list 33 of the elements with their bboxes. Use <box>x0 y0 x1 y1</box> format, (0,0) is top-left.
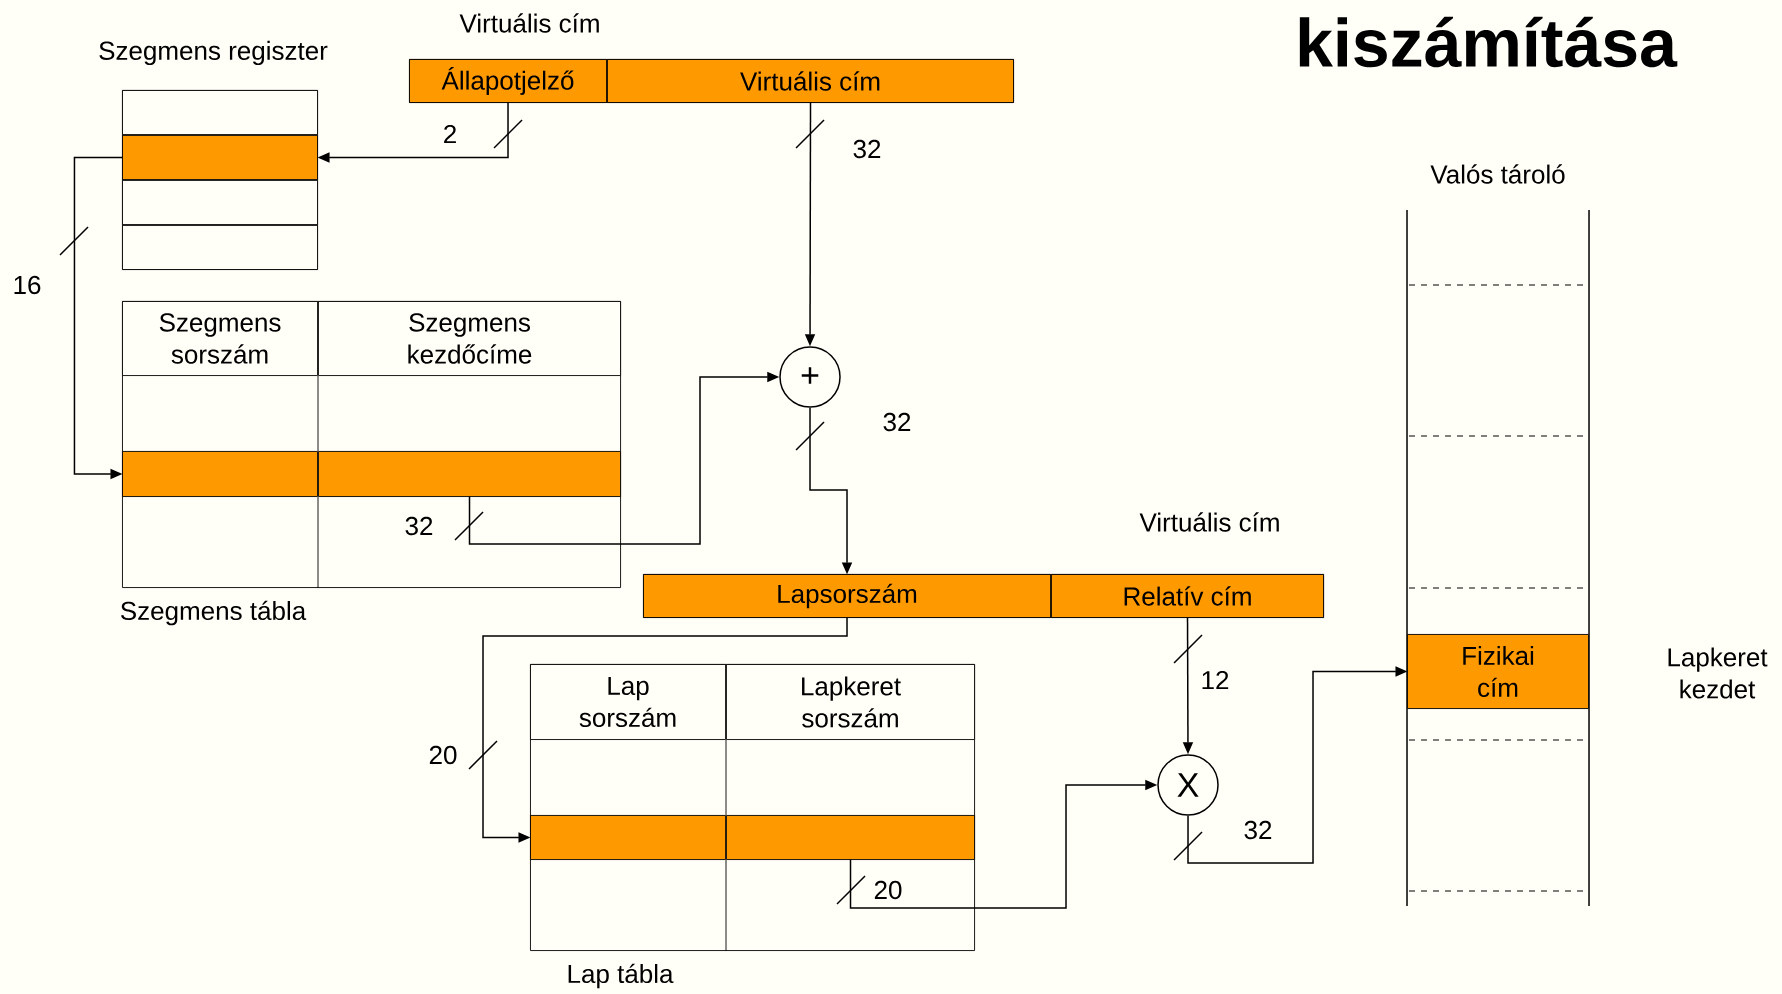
node-label: Szegmens regiszter <box>99 40 328 66</box>
node-label: Virtuális cím <box>459 13 599 33</box>
side-label: Lapkeret kezdet <box>1668 647 1768 699</box>
table-cell <box>318 451 621 497</box>
memory-frame: Fizikai cím <box>1407 634 1589 709</box>
edge-label: 12 <box>1202 670 1229 690</box>
edge-label: 32 <box>1244 820 1272 840</box>
node-label: Szegmens tábla <box>120 600 307 626</box>
table-header: Szegmens kezdőcíme <box>318 301 621 376</box>
table-header: Lapkeret sorszám <box>726 664 975 740</box>
address-field: Relatív cím <box>1051 574 1324 618</box>
table-cell <box>726 815 975 860</box>
address-field: Lapsorszám <box>643 574 1051 618</box>
node-label: Lap tábla <box>568 963 674 989</box>
address-field: Állapotjelző <box>409 59 607 103</box>
table-cell <box>122 451 318 497</box>
register-row <box>122 90 318 135</box>
edge-label: 20 <box>874 880 902 900</box>
arrow <box>482 616 848 843</box>
table-cell <box>530 815 727 860</box>
register-row <box>122 180 318 225</box>
register-row <box>122 225 318 270</box>
edge-label: 32 <box>883 412 911 432</box>
register-row <box>122 135 318 180</box>
node-label: Virtuális cím <box>1139 512 1279 532</box>
edge-label: 20 <box>429 745 457 765</box>
title: kiszámítása <box>1299 16 1678 68</box>
edge-label: 32 <box>405 516 433 536</box>
edge-label: 2 <box>444 124 456 144</box>
table-header: Szegmens sorszám <box>122 301 318 376</box>
edge-label: 32 <box>853 139 881 159</box>
table-header: Lap sorszám <box>530 664 727 740</box>
edge-label: 16 <box>14 275 41 295</box>
